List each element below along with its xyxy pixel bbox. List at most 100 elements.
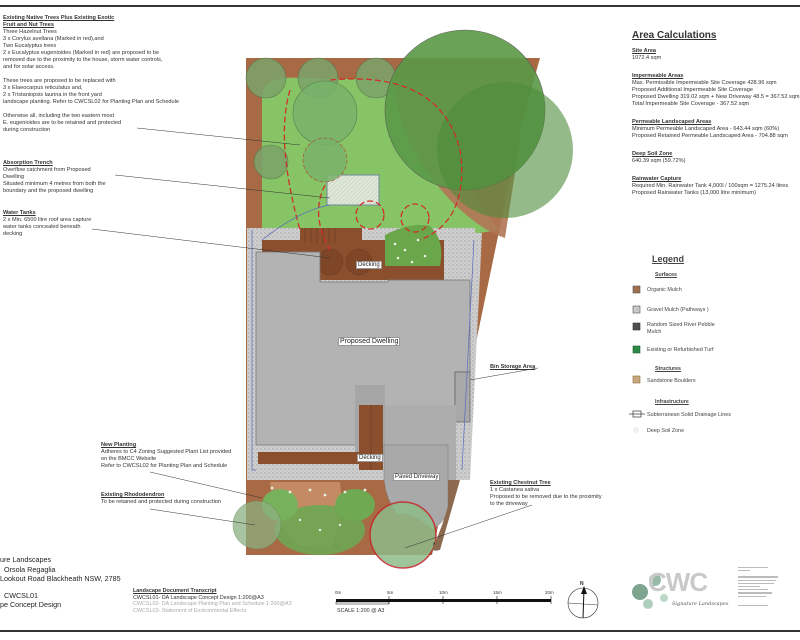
planting-bed-top bbox=[385, 225, 442, 266]
section-heading: Permeable Landscaped Areas bbox=[632, 119, 712, 125]
note-line: E. eugenioides are to be retained and pr… bbox=[3, 120, 122, 126]
section-heading: Deep Soil Zone bbox=[632, 151, 673, 157]
rhododendron-note: Existing Rhododendron To be retained and… bbox=[101, 492, 221, 506]
scale-tick: 0m bbox=[335, 590, 342, 595]
bin-storage-area bbox=[454, 371, 471, 423]
note-line: 1 x Castanea sativa bbox=[490, 487, 540, 493]
company-logo: CWC Signature Landscapes bbox=[628, 565, 748, 615]
note-heading: New Planting bbox=[101, 442, 137, 448]
section-line: Required Min. Rainwater Tank 4,000l / 10… bbox=[632, 183, 789, 189]
note-heading: Existing Rhododendron bbox=[101, 492, 165, 498]
area-calculations-panel: Area Calculations Site Area 1072.4 sqm I… bbox=[632, 30, 800, 208]
note-line: Adheres to C4 Zoning Suggested Plant Lis… bbox=[101, 449, 232, 455]
legend-label: Deep Soil Zone bbox=[647, 428, 685, 434]
cwc-logo-icon bbox=[632, 574, 668, 609]
legend-title: Legend bbox=[652, 254, 685, 264]
note-line: 3 x Corylus avellana (Marked in red),and bbox=[3, 36, 104, 42]
existing-rhododendron bbox=[232, 500, 282, 550]
title-block: ure Landscapes Orsola Regaglia Lookout R… bbox=[0, 555, 121, 610]
legend-label: Gravel Mulch (Pathways ) bbox=[647, 307, 709, 313]
transcript-item: CWCSL02- DA Landscape Planting Plan and … bbox=[133, 601, 292, 607]
proposed-dwelling-label: Proposed Dwelling bbox=[338, 337, 401, 346]
decking-top-label: Decking bbox=[356, 261, 382, 269]
legend-item-organic-mulch: Organic Mulch bbox=[647, 287, 682, 294]
legend-item-sandstone: Sandstone Boulders bbox=[647, 378, 696, 385]
section-heading: Site Area bbox=[632, 48, 657, 54]
note-heading: Existing Chestnut Tree bbox=[490, 480, 551, 486]
scale-tick: 5m bbox=[387, 590, 394, 595]
existing-chestnut-tree bbox=[369, 501, 437, 569]
client-company: ure Landscapes bbox=[0, 555, 52, 564]
section-line: Proposed Retained Permeable Landscaped A… bbox=[632, 133, 788, 139]
note-line: Two Eucalyptus trees bbox=[3, 43, 57, 49]
legend-label: Subterranean Solid Drainage Lines bbox=[647, 412, 731, 418]
note-line: and for solar access. bbox=[3, 64, 55, 70]
section-heading: Rainwater Capture bbox=[632, 176, 682, 182]
note-heading: Fruit and Nut Trees bbox=[3, 22, 54, 28]
note-line: 3 x Elaeocarpus reticulatus and, bbox=[3, 85, 83, 91]
note-line: 2 x Min. 6500 litre roof area capture bbox=[3, 217, 92, 223]
north-arrow-icon bbox=[567, 586, 599, 619]
section-line: Total Impermeable Site Coverage - 367.52… bbox=[632, 101, 750, 107]
chestnut-tree-note: Existing Chestnut Tree 1 x Castanea sati… bbox=[490, 480, 602, 508]
water-tank bbox=[316, 248, 344, 276]
note-line: 2 x Tristaniopsis laurina in the front y… bbox=[3, 92, 102, 98]
note-line: on the BMCC Website bbox=[101, 456, 157, 462]
paved-driveway-label: Paved Driveway bbox=[393, 473, 441, 481]
legend-label: Random Sized River Pebble Mulch bbox=[647, 322, 715, 335]
legend-item-drainage: Subterranean Solid Drainage Lines bbox=[647, 412, 731, 419]
note-line: Otherwise all, including the two eastern… bbox=[3, 113, 114, 119]
tree-canopies bbox=[245, 57, 397, 183]
section-line: 1072.4 sqm bbox=[632, 55, 662, 61]
section-line: Max. Permissible Impermeable Site Covera… bbox=[632, 80, 777, 86]
designer-info-block bbox=[738, 565, 788, 608]
area-calculations-title: Area Calculations bbox=[632, 30, 717, 41]
absorption-trench bbox=[326, 174, 380, 206]
note-line: boundary and the proposed dwelling bbox=[3, 188, 94, 194]
site-area-section: Site Area 1072.4 sqm bbox=[632, 48, 800, 62]
scale-tick: 10m bbox=[439, 590, 448, 595]
decking-bottom-area bbox=[258, 452, 383, 464]
note-line: These trees are proposed to be replaced … bbox=[3, 78, 116, 84]
existing-trees-note: Existing Native Trees Plus Existing Exot… bbox=[3, 15, 179, 134]
note-line: Dwelling bbox=[3, 174, 25, 180]
note-heading: Existing Native Trees Plus Existing Exot… bbox=[3, 15, 115, 21]
section-line: 640.39 sqm (59.72%) bbox=[632, 158, 686, 164]
drawing-title: pe Concept Design bbox=[0, 600, 62, 609]
note-line: 2 x Eucalyptus eugenioides (Marked in re… bbox=[3, 50, 160, 56]
section-line: Proposed Dwelling 319.02 sqm + New Drive… bbox=[632, 94, 800, 100]
section-heading: Impermeable Areas bbox=[632, 73, 684, 79]
legend-group-structures: Structures bbox=[655, 366, 681, 372]
water-tanks-note: Water Tanks 2 x Min. 6500 litre roof are… bbox=[3, 210, 91, 238]
logo-subtitle: Signature Landscapes bbox=[672, 601, 729, 607]
scale-label: SCALE 1:200 @ A3 bbox=[337, 608, 385, 614]
note-heading: Water Tanks bbox=[3, 210, 36, 216]
legend-swatches bbox=[629, 285, 645, 433]
legend-group-infrastructure: Infrastructure bbox=[655, 399, 689, 405]
note-line: landscape planting. Refer to CWCSL02 for… bbox=[3, 99, 180, 105]
transcript-item-active: CWCSL01- DA Landscape Concept Design 1:2… bbox=[133, 594, 264, 601]
scale-tick: 20m bbox=[545, 590, 554, 595]
legend-label: Existing or Refurbished Turf bbox=[647, 347, 714, 353]
section-line: Proposed Rainwater Tanks (13,000 litre m… bbox=[632, 190, 756, 196]
note-line: removed due to the proximity to the hous… bbox=[3, 57, 163, 63]
legend-group-surfaces: Surfaces bbox=[655, 272, 677, 278]
note-heading: Absorption Trench bbox=[3, 160, 53, 166]
legend-item-gravel-mulch: Gravel Mulch (Pathways ) bbox=[647, 307, 709, 314]
drawing-number: CWCSL01 bbox=[4, 590, 38, 600]
note-line: Three Hazelnut Trees bbox=[3, 29, 57, 35]
new-planting-note: New Planting Adheres to C4 Zoning Sugges… bbox=[101, 442, 231, 470]
impermeable-areas-section: Impermeable Areas Max. Permissible Imper… bbox=[632, 73, 800, 108]
client-name: Orsola Regaglia bbox=[4, 564, 56, 574]
transcript-item: CWCSL03- Statement of Environmental Effe… bbox=[133, 607, 247, 614]
scale-tick: 15m bbox=[493, 590, 502, 595]
document-transcript: Landscape Document Transcript CWCSL01- D… bbox=[133, 588, 292, 614]
note-line: Refer to CWCSL02 for Planting Plan and S… bbox=[101, 463, 228, 469]
legend-item-river-pebble: Random Sized River Pebble Mulch bbox=[647, 322, 722, 335]
legend-item-turf: Existing or Refurbished Turf bbox=[647, 347, 714, 354]
transcript-heading: Landscape Document Transcript bbox=[133, 588, 217, 594]
tree-protection-zones bbox=[283, 78, 463, 251]
scale-bar-labels: 0m 5m 10m 15m 20m SCALE 1:200 @ A3 bbox=[335, 590, 554, 620]
rainwater-capture-section: Rainwater Capture Required Min. Rainwate… bbox=[632, 176, 800, 197]
note-heading: Bin Storage Area bbox=[490, 364, 536, 370]
